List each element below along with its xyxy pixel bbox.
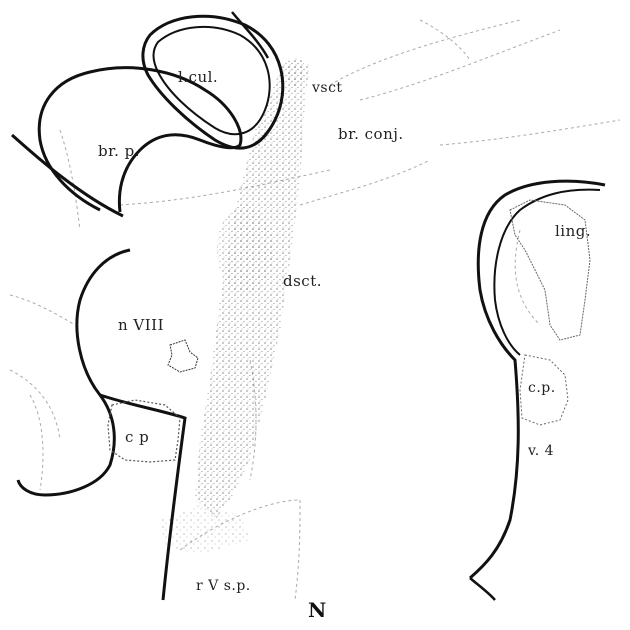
label-br-p: br. p. — [98, 142, 140, 160]
label-cp-left: c p — [125, 428, 149, 446]
label-n-viii: n VIII — [118, 316, 164, 334]
vsct-area — [286, 58, 306, 86]
label-vsct: vsct — [312, 80, 343, 96]
label-l-cul: l.cul. — [178, 68, 218, 86]
label-rv-sp: r V s.p. — [196, 578, 251, 594]
label-dsct: dsct. — [283, 272, 322, 290]
br-p-outline — [39, 68, 241, 212]
l-cul-tail — [232, 12, 268, 58]
right-tail — [470, 578, 495, 600]
ling-outline — [510, 200, 590, 340]
dsct-core — [217, 205, 273, 295]
label-v4: v. 4 — [528, 443, 554, 459]
label-ling: ling. — [555, 222, 591, 240]
figure-number: N — [308, 598, 326, 622]
label-cp-right: c.p. — [528, 380, 556, 396]
right-ventricle-wall-inner — [494, 190, 600, 355]
faint-contours — [10, 20, 620, 600]
label-br-conj: br. conj. — [338, 125, 404, 143]
left-ventricle-wall — [18, 250, 130, 495]
n-viii-outline — [168, 340, 198, 372]
